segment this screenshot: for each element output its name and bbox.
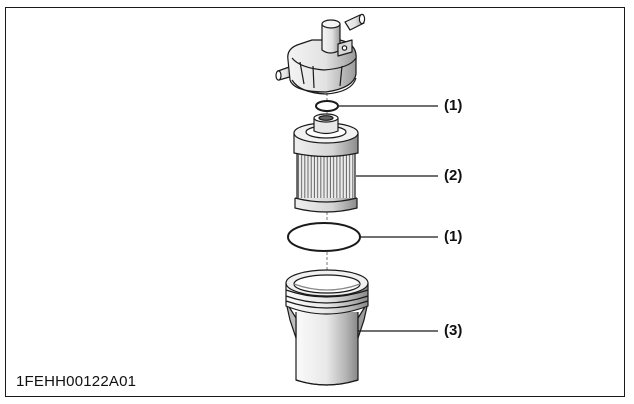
callout-1-top: (1)	[444, 97, 463, 114]
callout-2: (2)	[444, 167, 463, 184]
figure-code: 1FEHH00122A01	[16, 373, 137, 390]
filter-head	[275, 13, 366, 95]
callout-3: (3)	[444, 322, 463, 339]
diagram-frame	[5, 7, 625, 397]
o-ring-small	[315, 100, 339, 112]
o-ring-large	[287, 222, 361, 252]
filter-element	[293, 113, 359, 213]
callout-1-bottom: (1)	[444, 228, 463, 245]
filter-bowl	[285, 269, 369, 386]
leader-lines	[338, 105, 438, 332]
